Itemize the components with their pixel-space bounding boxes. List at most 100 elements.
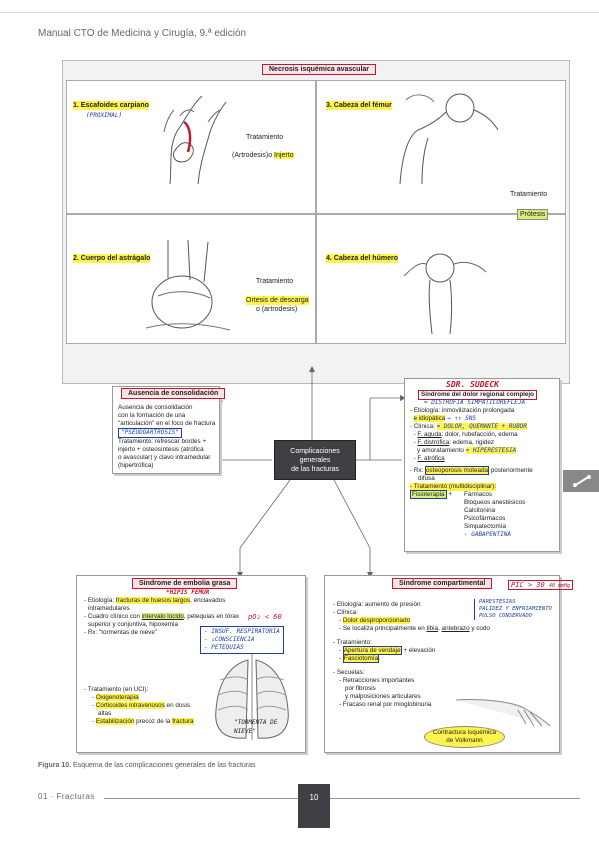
comp-c1-row: - Dolor desproporcionado (339, 617, 411, 624)
sudeck-c1a: F. aguda (417, 431, 442, 438)
fat-hand-list: - INSUF. RESPIRATORIA - ↓CONSCIENCIA - P… (200, 626, 284, 654)
fat-hand-po2: pO₂ < 60 (248, 613, 282, 621)
fat-t3-row: - Estabilización precoz de la fractura (92, 718, 194, 725)
forearm-hand-illustration (455, 699, 551, 727)
sudeck-box (404, 378, 560, 552)
sudeck-rx-b: osteoporosis moteada (425, 466, 490, 475)
scaphoid-treatment-label: Tratamiento (246, 134, 284, 141)
humerus-panel (316, 214, 566, 344)
footer-chapter: 01 · Fracturas (38, 792, 95, 801)
sudeck-etio-b: e idiopática (413, 415, 446, 422)
necrosis-title: Necrosis isquémica avascular (262, 64, 377, 75)
compartment-title: Síndrome compartimental (392, 578, 493, 589)
fat-rx: - Rx: "tormentas de nieve" (84, 629, 158, 636)
comp-hand-item: PALIDEZ Y ENFRIAMIENTO (479, 606, 552, 612)
nonunion-box (112, 386, 220, 474)
sudeck-plus: + (448, 491, 452, 498)
center-box: Complicaciones generales de las fractura… (274, 440, 356, 480)
header-rule (0, 12, 599, 13)
nonunion-line2: con la formación de una (118, 412, 186, 419)
center-line1: Complicaciones (290, 448, 340, 455)
talus-title: 2. Cuerpo del astrágalo (73, 254, 151, 263)
femur-treatment-label: Tratamiento (510, 191, 548, 198)
fat-t3a: Estabilización (95, 718, 135, 725)
comp-c2e: y codo (469, 625, 490, 632)
sudeck-etio-row: e idiopática → ↑↑ SNS (410, 415, 560, 423)
fat-etio-d: intramedulares (88, 605, 130, 612)
center-line2: generales (299, 457, 331, 464)
caption-fig: Figura 10. (38, 762, 72, 769)
fat-clin-d: superior y conjuntiva, hipoxemia (88, 621, 178, 628)
sudeck-c2b: : edema, rigidez (449, 439, 495, 446)
fat-clin-row: - Cuadro clínico con intervalo lúcido, p… (84, 613, 302, 621)
fat-t2b: en dosis (164, 702, 191, 709)
comp-c2-row: - Se localiza principalmente en tibia, a… (339, 625, 490, 632)
comp-t2-row: - Fasciotomía (339, 654, 380, 663)
comp-hand-item: PARESTESIAS (479, 599, 516, 605)
scaphoid-treatment-or: o (268, 152, 275, 159)
sudeck-clinica: - Clínica: (410, 423, 435, 430)
fat-hand-item: - INSUF. RESPIRATORIA (204, 628, 280, 635)
femur-treatment: Prótesis (517, 209, 549, 220)
fat-t3c: fractura (172, 718, 194, 725)
volkmann-callout: Contractura isquémica de Volkmann (424, 726, 505, 748)
fat-t2c: altas (98, 710, 112, 717)
sudeck-drug: Bloqueos anestésicos (464, 499, 526, 506)
fat-hand-item: - PETEQUIAS (204, 644, 244, 651)
sudeck-c2a: F. distrófica (417, 439, 450, 446)
compartment-hand-pic: PIC > 30 40 mmHg (508, 580, 574, 590)
comp-c2a: Se localiza principalmente en (342, 625, 427, 632)
comp-c2d: antebrazo (441, 625, 470, 632)
sudeck-hand-title: SDR. SUDECK (446, 380, 499, 389)
nonunion-hand: "PSEUDOARTROSIS" (118, 428, 182, 438)
ankle-illustration (145, 239, 231, 331)
nonunion-line6: o avascular) y clavo intramedular (118, 454, 211, 461)
compartment-box (324, 575, 560, 753)
comp-c2c: , (438, 625, 442, 632)
nonunion-line4: Tratamiento: refrescar bordes + (118, 438, 207, 445)
fat-body: - Etiología: fracturas de huesos largos,… (84, 597, 302, 637)
volk-a: Contractura isquémica (433, 729, 496, 736)
fat-etio-c: , enclavados (190, 597, 226, 604)
comp-s2: por fibrosis (345, 685, 376, 692)
sudeck-hand-hip: = HIPERESTESIA (465, 447, 517, 454)
sudeck-drug: Fármacos (464, 491, 492, 498)
talus-treatment-a: Ortesis de descarga (246, 296, 309, 305)
nonunion-title: Ausencia de consolidación (121, 388, 226, 399)
sudeck-rx-d: difusa (418, 475, 435, 482)
comp-s1-text: Retracciones importantes (342, 677, 415, 684)
fat-etio-b: fracturas de huesos largos (115, 597, 191, 604)
sudeck-c3-row: y amoratamiento = HIPERESTESIA (410, 447, 560, 455)
talus-treatment-b: o (artrodesis) (256, 306, 298, 313)
sudeck-rx-row: - Rx: osteoporosis moteada posteriorment… (410, 466, 560, 475)
shoulder-illustration (403, 253, 487, 335)
fat-hand-top: *HÍPIS FÉMUR (166, 589, 210, 596)
sudeck-c3: y amoratamiento (417, 447, 464, 454)
sudeck-rx-c: posteriormente (489, 467, 533, 474)
compartment-pic-unit: 40 mmHg (548, 583, 571, 589)
fat-t3b: precoz de la (134, 718, 173, 725)
figure-caption: Figura 10. Esquema de las complicaciones… (38, 762, 256, 769)
fat-trat-title: - Tratamiento (en UCI): (84, 686, 149, 693)
comp-s3: y malposiciones articulares (345, 693, 421, 700)
comp-hand-par: PARESTESIAS PALIDEZ Y ENFRIAMIENTO PULSO… (474, 599, 552, 620)
fat-t2-row: - Corticoides intravenosos en dosis (92, 702, 191, 709)
scaphoid-title: 1. Escafoides carpiano (73, 101, 149, 110)
sudeck-trat: - Tratamiento (multidisciplinar): (410, 483, 497, 491)
scaphoid-treatment: (Artrodesis)o Injerto (232, 151, 294, 160)
talus-treatment-label: Tratamiento (256, 278, 294, 285)
fat-clin-a: - Cuadro clínico con (84, 613, 142, 620)
fat-hand-item: - ↓CONSCIENCIA (204, 636, 255, 643)
comp-c2b: tibia (426, 625, 439, 632)
page-number: 10 (298, 784, 330, 828)
volk-b: de Volkmann (446, 737, 483, 744)
humerus-title: 4. Cabeza del húmero (326, 254, 398, 263)
page-header-title: Manual CTO de Medicina y Cirugía, 9.ª ed… (38, 28, 247, 39)
footer-rule-left (104, 798, 298, 799)
wrist-illustration (163, 95, 227, 185)
scaphoid-treatment-b: Injerto (274, 152, 294, 159)
comp-s4-text: Fracaso renal por mioglobinuria (342, 701, 432, 708)
sudeck-rx-a: - Rx: (410, 467, 426, 474)
sudeck-drug: Calcitonina (464, 507, 496, 514)
sudeck-drug: Psicofármacos (464, 515, 506, 522)
